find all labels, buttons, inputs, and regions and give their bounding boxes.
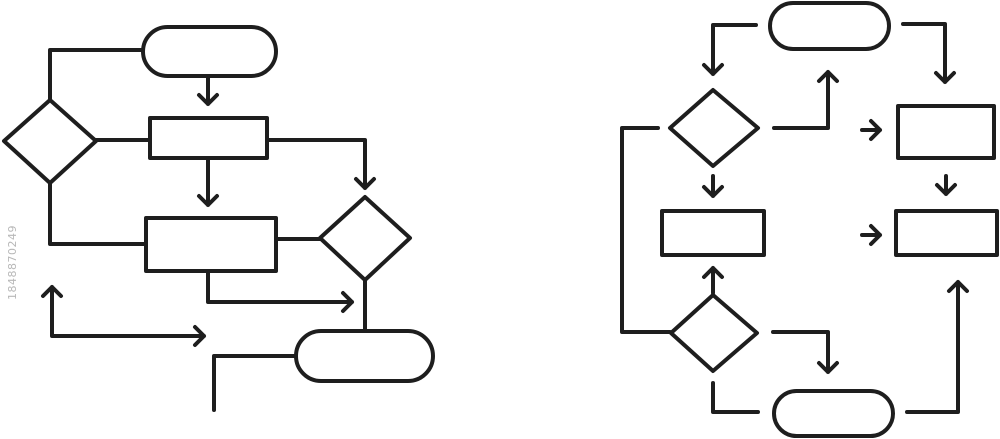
left-connector-start-to-decision <box>48 48 145 102</box>
right-process-top <box>896 104 996 160</box>
right-arrow-into-process-bottom <box>860 224 882 246</box>
left-terminator-end <box>294 329 435 383</box>
right-arrow-end-up <box>905 280 969 414</box>
right-arrow-decision-up <box>772 70 839 130</box>
left-arrow-start-to-process <box>197 75 219 106</box>
right-decision-2 <box>669 293 759 373</box>
right-decision-1 <box>668 88 760 168</box>
right-arrow-process-down <box>935 174 957 196</box>
right-terminator-start <box>768 1 891 51</box>
right-arrow-decision2-up <box>702 266 724 295</box>
right-process-bottom <box>894 209 999 257</box>
left-arrow-process-to-decision <box>266 138 376 190</box>
right-arrow-into-process-top <box>860 119 882 141</box>
right-loop-left <box>620 126 672 334</box>
right-connector-decision2-down <box>711 381 760 414</box>
left-connector-end-out <box>212 354 298 412</box>
left-decision-2 <box>318 195 412 282</box>
left-decision-1 <box>2 98 98 185</box>
right-process-left <box>660 209 766 257</box>
watermark-id: 1848870249 <box>6 225 19 300</box>
right-flowchart <box>620 1 999 438</box>
left-process-2 <box>144 216 278 273</box>
left-terminator-start <box>141 25 278 78</box>
left-flowchart <box>2 25 435 412</box>
right-arrow-start-to-decision <box>702 23 758 76</box>
left-connector-decision-down <box>48 181 148 246</box>
left-process-1 <box>148 116 269 160</box>
right-arrow-decision-to-process <box>702 174 724 198</box>
left-arrow-process-to-process <box>197 156 219 207</box>
left-arrow-process-right <box>206 270 354 313</box>
right-arrow-start-to-process <box>901 22 956 84</box>
right-arrow-decision2-to-end <box>771 330 839 374</box>
right-terminator-end <box>772 389 895 438</box>
left-loop-arrow <box>41 285 206 347</box>
